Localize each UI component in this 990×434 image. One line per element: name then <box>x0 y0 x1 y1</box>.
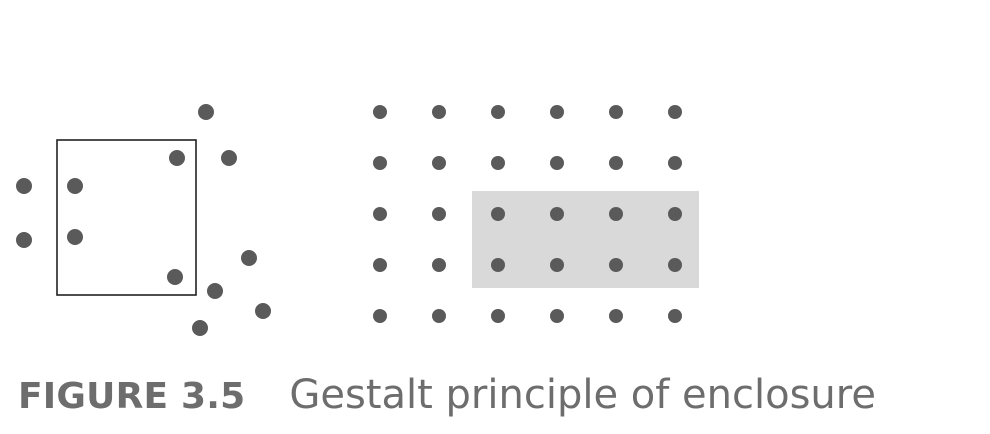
grid-dot <box>373 105 387 119</box>
scatter-dot <box>67 178 83 194</box>
grid-dot <box>668 156 682 170</box>
grid-dot <box>668 258 682 272</box>
grid-dot <box>432 258 446 272</box>
enclosure-region <box>472 191 699 288</box>
grid-dot <box>373 156 387 170</box>
scatter-dot <box>167 269 183 285</box>
grid-dot <box>550 105 564 119</box>
scatter-dot <box>241 250 257 266</box>
scatter-dot <box>169 150 185 166</box>
grid-dot <box>550 258 564 272</box>
enclosure-figure <box>16 104 699 336</box>
grid-dot <box>609 156 623 170</box>
grid-dot <box>550 309 564 323</box>
grid-dot <box>432 207 446 221</box>
figure-caption: FIGURE 3.5 Gestalt principle of enclosur… <box>18 372 876 422</box>
grid-dot <box>609 105 623 119</box>
scatter-dot <box>255 303 271 319</box>
figure-number: FIGURE 3.5 <box>18 376 246 417</box>
scatter-dot <box>198 104 214 120</box>
scatter-dot <box>221 150 237 166</box>
left-panel <box>16 104 271 336</box>
grid-dot <box>609 207 623 221</box>
dot-grid <box>373 105 682 323</box>
grid-dot <box>373 207 387 221</box>
grid-dot <box>491 105 505 119</box>
grid-dot <box>432 105 446 119</box>
grid-dot <box>668 309 682 323</box>
grid-dot <box>668 105 682 119</box>
right-panel <box>373 105 699 323</box>
grid-dot <box>491 156 505 170</box>
scatter-dot <box>207 283 223 299</box>
grid-dot <box>432 309 446 323</box>
grid-dot <box>668 207 682 221</box>
grid-dot <box>432 156 446 170</box>
scatter-dot <box>192 320 208 336</box>
scatter-dot <box>16 178 32 194</box>
grid-dot <box>550 207 564 221</box>
grid-dot <box>609 258 623 272</box>
scatter-dot <box>67 229 83 245</box>
figure-title: Gestalt principle of enclosure <box>289 372 876 418</box>
grid-dot <box>373 258 387 272</box>
grid-dot <box>491 309 505 323</box>
grid-dot <box>373 309 387 323</box>
scattered-dots <box>16 104 271 336</box>
grid-dot <box>491 207 505 221</box>
grid-dot <box>550 156 564 170</box>
grid-dot <box>491 258 505 272</box>
grid-dot <box>609 309 623 323</box>
scatter-dot <box>16 232 32 248</box>
enclosure-box <box>56 139 197 296</box>
